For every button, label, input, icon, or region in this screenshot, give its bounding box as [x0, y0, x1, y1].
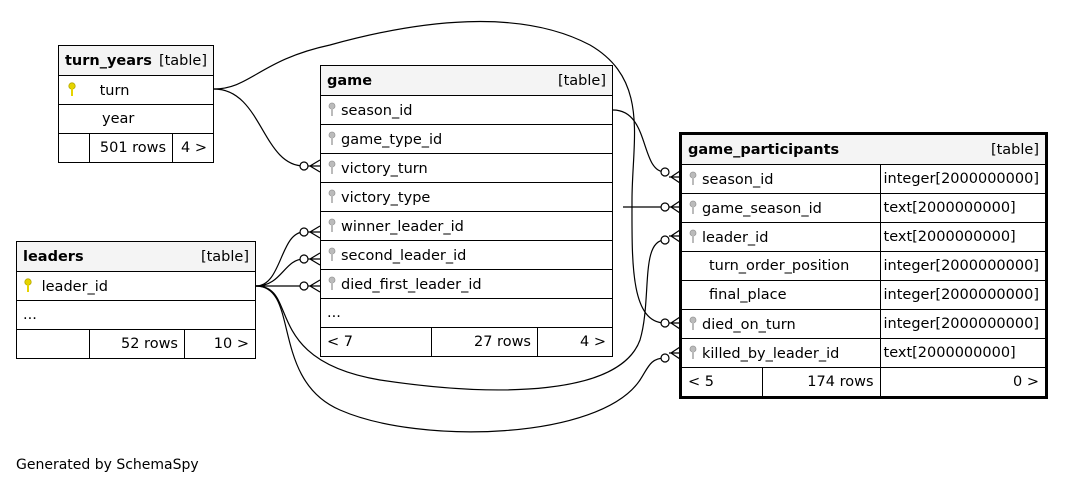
relation-second-leader: [255, 258, 305, 287]
table-name: game_participants: [688, 141, 840, 158]
table-name: leaders: [23, 248, 84, 265]
column-type: text[2000000000]: [879, 193, 1048, 223]
column-row[interactable]: season_id: [680, 164, 881, 194]
primary-key-icon: [23, 277, 37, 293]
column-name: turn_order_position: [709, 258, 850, 274]
column-name: winner_leader_id: [341, 218, 464, 235]
column-name: died_first_leader_id: [341, 276, 482, 293]
relation-turn-died-on-turn: [213, 20, 666, 324]
column-name: year: [102, 111, 135, 127]
table-kind: [table]: [200, 248, 249, 265]
primary-key-icon: [67, 81, 81, 97]
table-header[interactable]: leaders [table]: [16, 241, 256, 272]
foreign-key-icon: [327, 131, 341, 146]
column-name: leader_id: [41, 278, 109, 295]
foreign-key-icon: [688, 229, 702, 244]
column-name: victory_turn: [341, 160, 428, 177]
column-row[interactable]: killed_by_leader_id: [680, 338, 881, 368]
column-name: second_leader_id: [341, 247, 467, 264]
column-name: killed_by_leader_id: [702, 345, 840, 362]
table-header[interactable]: game [table]: [320, 65, 613, 96]
column-name: season_id: [341, 102, 413, 119]
foreign-key-icon: [688, 200, 702, 215]
column-name: final_place: [709, 287, 787, 303]
relation-turn-victory-turn: [213, 88, 305, 167]
column-name: game_type_id: [341, 131, 443, 148]
column-type: integer[2000000000]: [879, 164, 1048, 194]
children-count[interactable]: 4 >: [172, 133, 214, 163]
column-row[interactable]: year: [58, 104, 214, 134]
column-row[interactable]: victory_turn: [320, 153, 613, 183]
foreign-key-icon: [327, 276, 341, 291]
parents-count[interactable]: < 7: [320, 327, 432, 357]
column-type: text[2000000000]: [879, 338, 1048, 368]
table-kind: [table]: [158, 52, 207, 69]
column-name: leader_id: [702, 229, 769, 246]
relation-leader-id: [255, 239, 666, 391]
foreign-key-icon: [688, 316, 702, 331]
table-game[interactable]: game [table] season_id game_type_id vict…: [320, 65, 613, 357]
table-header[interactable]: game_participants [table]: [680, 133, 1047, 165]
column-row[interactable]: died_first_leader_id: [320, 269, 613, 299]
column-row[interactable]: leader_id: [16, 271, 256, 301]
relation-season-id: [612, 109, 666, 173]
column-row[interactable]: game_type_id: [320, 124, 613, 154]
foreign-key-icon: [327, 247, 341, 262]
crowfoot-markers: [299, 159, 681, 363]
row-count: 174 rows: [762, 367, 881, 398]
foreign-key-icon: [327, 189, 341, 204]
column-name: game_season_id: [702, 200, 822, 217]
foreign-key-icon: [688, 171, 702, 186]
table-header[interactable]: turn_years [table]: [58, 45, 214, 76]
parents-count: [16, 329, 90, 359]
row-count: 27 rows: [431, 327, 538, 357]
children-count[interactable]: 4 >: [537, 327, 613, 357]
column-row[interactable]: victory_type: [320, 182, 613, 212]
relation-winner-leader: [255, 231, 305, 287]
column-type: integer[2000000000]: [879, 280, 1048, 310]
table-turn-years[interactable]: turn_years [table] turn year 501 rows 4 …: [58, 45, 214, 163]
more-columns[interactable]: ...: [320, 298, 613, 328]
column-row[interactable]: game_season_id: [680, 193, 881, 223]
column-row[interactable]: leader_id: [680, 222, 881, 252]
row-count: 52 rows: [89, 329, 185, 359]
column-row[interactable]: winner_leader_id: [320, 211, 613, 241]
foreign-key-icon: [327, 102, 341, 117]
column-row[interactable]: died_on_turn: [680, 309, 881, 339]
foreign-key-icon: [327, 160, 341, 175]
table-leaders[interactable]: leaders [table] leader_id ... 52 rows 10…: [16, 241, 256, 359]
column-name: victory_type: [341, 189, 431, 206]
foreign-key-icon: [327, 218, 341, 233]
column-name: turn: [99, 82, 130, 99]
row-count: 501 rows: [88, 133, 174, 163]
column-type: integer[2000000000]: [879, 309, 1048, 339]
column-row[interactable]: turn_order_position: [680, 251, 881, 281]
table-kind: [table]: [990, 141, 1039, 158]
parents-count[interactable]: < 5: [680, 367, 763, 398]
column-type: text[2000000000]: [879, 222, 1048, 252]
relation-killed-by-leader: [255, 285, 666, 433]
column-row[interactable]: final_place: [680, 280, 881, 310]
column-row[interactable]: second_leader_id: [320, 240, 613, 270]
children-count[interactable]: 10 >: [184, 329, 256, 359]
column-name: died_on_turn: [702, 316, 796, 333]
column-row[interactable]: turn: [58, 75, 214, 105]
generated-by-footer: Generated by SchemaSpy: [16, 457, 199, 473]
column-row[interactable]: season_id: [320, 95, 613, 125]
foreign-key-icon: [688, 345, 702, 360]
table-name: game: [327, 72, 373, 89]
column-type: integer[2000000000]: [879, 251, 1048, 281]
parents-count: [58, 133, 90, 163]
more-columns[interactable]: ...: [16, 300, 256, 330]
children-count[interactable]: 0 >: [879, 367, 1048, 398]
column-name: season_id: [702, 171, 774, 188]
table-name: turn_years: [65, 52, 152, 69]
table-kind: [table]: [557, 72, 606, 89]
